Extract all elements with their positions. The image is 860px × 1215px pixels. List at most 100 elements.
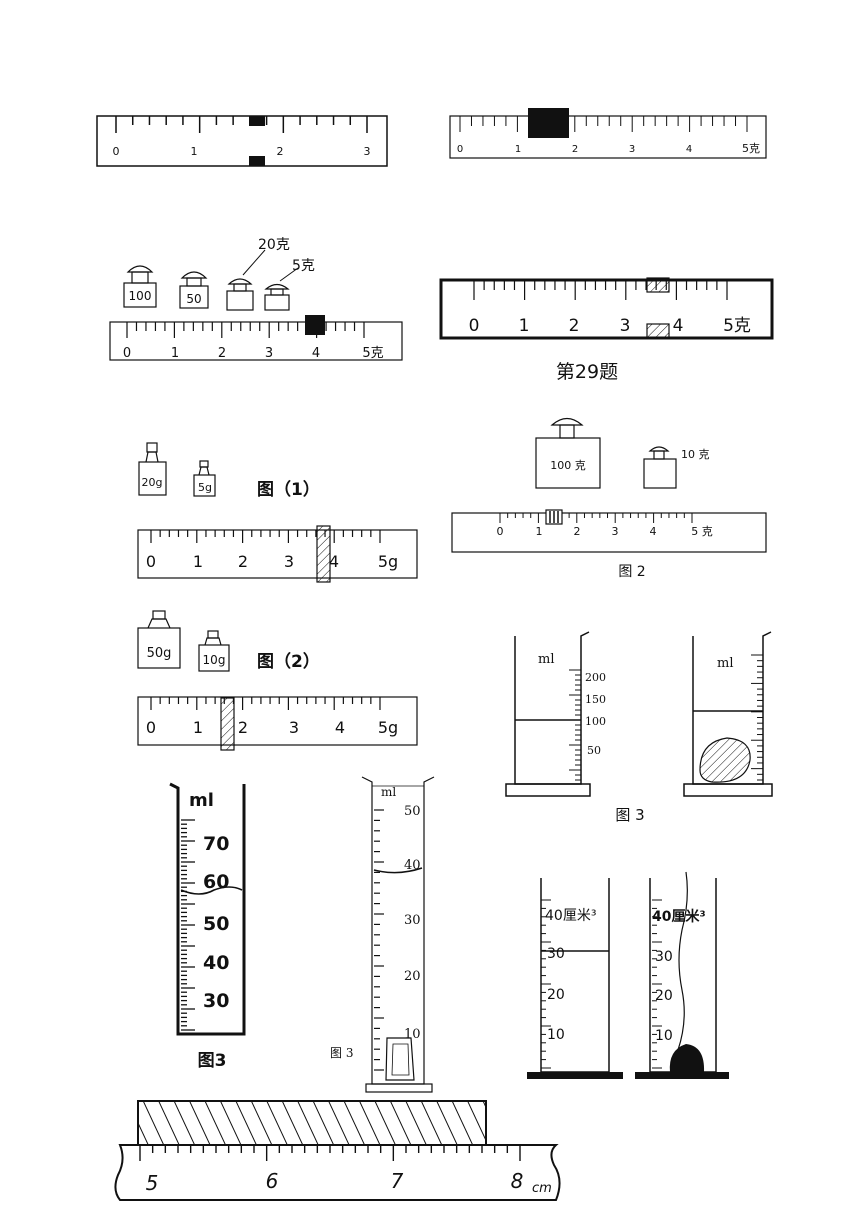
fig2b-label-5: 5 克 bbox=[691, 525, 713, 538]
figure-2-caption: 图（2） bbox=[257, 651, 320, 672]
stone-object bbox=[699, 737, 751, 783]
big-cyl-label-70: 70 bbox=[203, 833, 229, 855]
weight-50g-label: 50g bbox=[147, 646, 172, 661]
pair2-right-label-40: 40厘米³ bbox=[652, 908, 706, 925]
weight-10g-small-label: 10 克 bbox=[681, 448, 710, 461]
fig2-label-2: 2 bbox=[238, 718, 248, 737]
fig2b-label-3: 3 bbox=[612, 525, 619, 538]
fig2b-label-1: 1 bbox=[536, 525, 543, 538]
scale1-label-3: 3 bbox=[364, 145, 371, 158]
pair2-left-label-10: 10 bbox=[547, 1027, 565, 1043]
weight-20g-label: 20g bbox=[142, 476, 163, 489]
rider bbox=[316, 525, 331, 583]
figure-2-balance: 50g 10g 图（2） 0 1 2 3 4 5g bbox=[137, 610, 418, 751]
fig1-label-2: 2 bbox=[238, 552, 248, 571]
measuring-cylinder-pair-1: ml 200 150 100 50 ml 图 3 bbox=[505, 631, 773, 824]
scale2-label-4: 4 bbox=[686, 144, 692, 155]
big-cyl-label-30: 30 bbox=[203, 990, 229, 1012]
figure-2b-caption: 图 2 bbox=[618, 564, 645, 580]
balance-beam-scale-2: 0 1 2 3 4 5克 bbox=[449, 108, 767, 159]
cyl-left-label-200: 200 bbox=[585, 671, 606, 684]
scale2-label-5: 5克 bbox=[742, 142, 760, 155]
weight-20-icon bbox=[226, 278, 254, 311]
scale3-label-5: 5克 bbox=[362, 346, 383, 361]
pair2-left-label-30: 30 bbox=[547, 946, 565, 962]
rider-top bbox=[249, 116, 265, 126]
measuring-cylinder-pair-2: 40厘米³ 30 20 10 40厘米³ 30 20 10 bbox=[527, 871, 729, 1079]
balance-beam-scale-3: 100 50 20克 5克 0 1 2 3 4 bbox=[109, 237, 403, 361]
scale4-label-4: 4 bbox=[673, 316, 684, 336]
scale1-label-2: 2 bbox=[277, 145, 284, 158]
weight-100-label: 100 bbox=[129, 289, 152, 303]
scale3-label-3: 3 bbox=[265, 346, 273, 361]
scale4-label-3: 3 bbox=[620, 316, 631, 336]
weight-5-icon bbox=[264, 283, 290, 311]
water-level bbox=[373, 867, 423, 874]
scale2-label-2: 2 bbox=[572, 144, 578, 155]
pair2-right-label-30: 30 bbox=[655, 949, 673, 965]
rider-bottom bbox=[249, 156, 265, 166]
rider-bottom bbox=[646, 323, 670, 339]
weight-100g-label: 100 克 bbox=[550, 459, 586, 472]
scale3-label-4: 4 bbox=[312, 346, 320, 361]
weight-50g-icon: 50g bbox=[137, 610, 181, 669]
figure-1-caption: 图（1） bbox=[257, 479, 320, 500]
weight-5g-label: 5g bbox=[198, 481, 212, 494]
tall-cyl-label-10: 10 bbox=[404, 1027, 421, 1042]
weight-50-label: 50 bbox=[186, 292, 201, 306]
weight-10g-label: 10g bbox=[203, 653, 226, 667]
big-cyl-caption: 图3 bbox=[198, 1051, 227, 1071]
fig2-label-5: 5g bbox=[378, 718, 398, 737]
rider-top bbox=[646, 277, 670, 293]
scale4-label-5: 5克 bbox=[723, 316, 751, 336]
weight-10g-small-icon: 10 克 bbox=[643, 446, 710, 489]
pair2-left-label-40: 40厘米³ bbox=[545, 908, 596, 924]
weight-100-icon: 100 bbox=[123, 265, 157, 308]
cyl-pair1-caption: 图 3 bbox=[615, 806, 644, 824]
pair2-right-label-20: 20 bbox=[655, 988, 673, 1004]
fig2b-label-2: 2 bbox=[574, 525, 581, 538]
weight-20g-icon: 20g bbox=[138, 442, 167, 496]
tall-cyl-label-30: 30 bbox=[404, 913, 421, 928]
fig2b-label-0: 0 bbox=[497, 525, 504, 538]
scale3-label-0: 0 bbox=[123, 346, 131, 361]
fig1-label-3: 3 bbox=[284, 552, 294, 571]
fig1-label-4: 4 bbox=[329, 552, 339, 571]
ruler-unit: cm bbox=[532, 1181, 552, 1196]
rider-block bbox=[528, 108, 569, 138]
scale2-label-0: 0 bbox=[457, 144, 463, 155]
tall-cyl-caption: 图 3 bbox=[330, 1046, 353, 1060]
measuring-cylinder-big: ml 70 60 50 40 30 图3 bbox=[169, 782, 246, 1071]
fig1-label-0: 0 bbox=[146, 552, 156, 571]
scale1-label-0: 0 bbox=[113, 145, 120, 158]
scale4-label-2: 2 bbox=[569, 316, 580, 336]
fig2b-label-4: 4 bbox=[650, 525, 657, 538]
ruler-label-7: 7 bbox=[391, 1169, 404, 1193]
cyl-left-unit: ml bbox=[538, 652, 555, 667]
scale4-caption: 第29题 bbox=[556, 361, 618, 383]
scale4-label-1: 1 bbox=[519, 316, 530, 336]
cyl-left-label-50: 50 bbox=[587, 744, 601, 757]
pair2-left-label-20: 20 bbox=[547, 987, 565, 1003]
fig2-label-0: 0 bbox=[146, 718, 156, 737]
thread bbox=[677, 871, 688, 1051]
figure-1-balance: 20g 5g 图（1） 0 1 2 3 4 5g bbox=[137, 442, 418, 583]
ruler-label-6: 6 bbox=[266, 1169, 279, 1193]
fig2-label-4: 4 bbox=[335, 718, 345, 737]
rider bbox=[220, 697, 235, 751]
tall-cyl-unit: ml bbox=[381, 785, 396, 799]
big-cyl-unit: ml bbox=[189, 790, 214, 811]
big-cyl-label-40: 40 bbox=[203, 952, 229, 974]
rider-block bbox=[305, 315, 325, 335]
scale2-label-1: 1 bbox=[515, 144, 521, 155]
tall-cyl-label-50: 50 bbox=[404, 804, 421, 819]
weight-100g-icon: 100 克 bbox=[535, 417, 601, 489]
cyl-left-label-100: 100 bbox=[585, 715, 606, 728]
measuring-cylinder-tall: ml 50 40 30 20 10 图 3 bbox=[330, 776, 435, 1093]
wooden-block bbox=[137, 1100, 487, 1146]
cyl-right-unit: ml bbox=[717, 656, 734, 671]
tall-cyl-label-40: 40 bbox=[404, 858, 421, 873]
weight-5g-icon: 5g bbox=[193, 460, 216, 497]
scale2-label-3: 3 bbox=[629, 144, 635, 155]
